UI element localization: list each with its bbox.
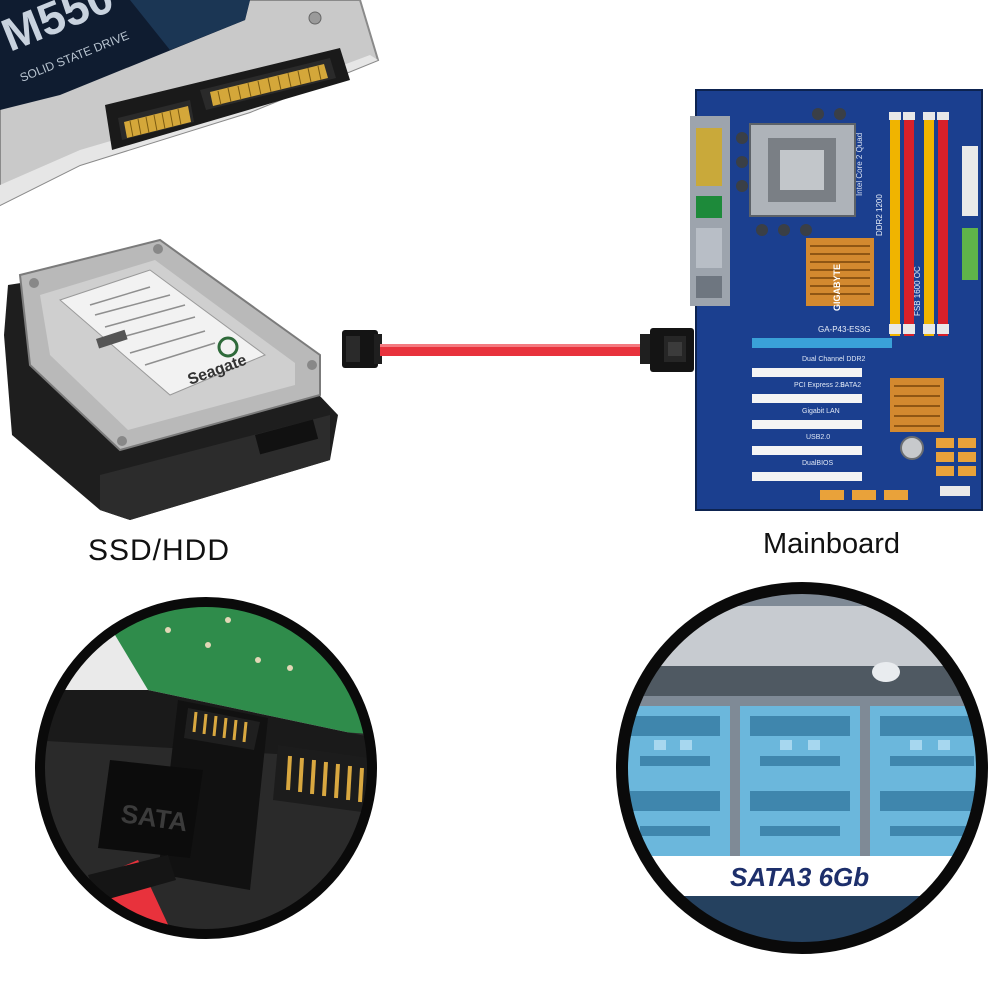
ssd-gold-pins — [124, 64, 328, 138]
ssd-hdd-caption: SSD/HDD — [88, 534, 231, 567]
closeup-drive-connection: SATA — [35, 597, 377, 939]
slot-label-1: PCI Express 2.0 — [794, 382, 845, 389]
cpu-text: Intel Core 2 Quad — [855, 133, 864, 196]
slot-label-0: Dual Channel DDR2 — [802, 356, 866, 363]
slot-label-2: SATA2 — [840, 382, 861, 389]
memory-text: DDR2 1200 — [875, 194, 884, 236]
slot-label-5: DualBIOS — [802, 460, 833, 467]
slot-label-3: Gigabit LAN — [802, 408, 840, 415]
fsb-text: FSB 1600 OC — [913, 266, 922, 316]
slot-label-4: USB2.0 — [806, 434, 830, 441]
expansion-slots — [752, 338, 892, 481]
mb-brand-text: GIGABYTE — [832, 264, 842, 311]
mb-model-text: GA-P43-ES3G — [818, 325, 870, 334]
closeup-motherboard-ports: SATA3 6Gb — [616, 582, 988, 954]
motherboard: Intel Core 2 Quad DDR2 1200 FSB 1600 OC — [690, 89, 983, 511]
mainboard-caption: Mainboard — [763, 528, 901, 560]
sata-port-label: SATA3 6Gb — [730, 862, 869, 892]
northbridge-heatsink — [806, 238, 874, 306]
ram-slots — [889, 112, 949, 336]
sata-cable — [342, 328, 694, 372]
hdd-drive: Seagate — [4, 238, 338, 520]
southbridge-heatsink — [890, 378, 944, 432]
sata-ports — [624, 706, 980, 856]
ssd-drive: M550 SOLID STATE DRIVE — [0, 0, 380, 207]
